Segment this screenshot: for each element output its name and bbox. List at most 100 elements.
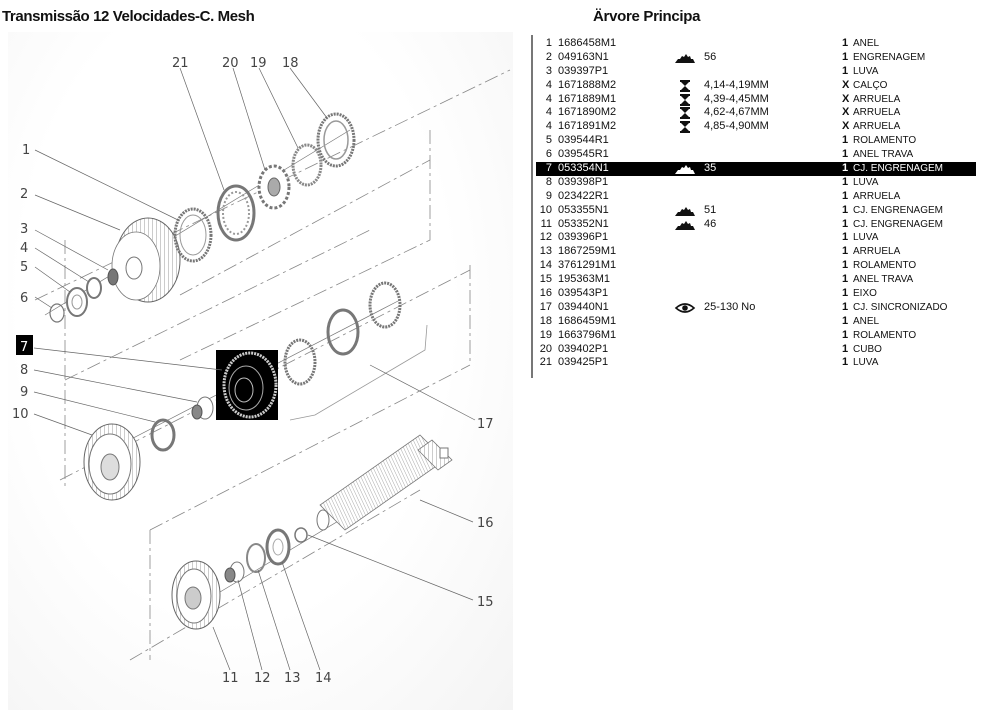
ref-number: 7 xyxy=(545,162,552,175)
quantity: 1 xyxy=(842,259,849,272)
parts-list-row[interactable]: 4 1671888M2 4,14-4,19MM X CALÇO xyxy=(536,79,976,93)
parts-list-row[interactable]: 13 1867259M1 1 ARRUELA xyxy=(536,245,976,259)
part-5-bearing[interactable] xyxy=(66,287,88,317)
parts-list-row[interactable]: 5 039544R1 1 ROLAMENTO xyxy=(536,134,976,148)
description: LUVA xyxy=(853,65,879,77)
callout-10[interactable]: 10 xyxy=(12,407,29,422)
part-10-gear[interactable] xyxy=(83,423,141,501)
description: ARRUELA xyxy=(853,107,901,119)
quantity: 1 xyxy=(842,328,849,341)
callout-1[interactable]: 1 xyxy=(22,143,30,158)
eye-icon xyxy=(674,302,696,314)
parts-list-row[interactable]: 19 1663796M1 1 ROLAMENTO xyxy=(536,329,976,343)
empty-icon-slot xyxy=(674,246,696,258)
spec-value: 4,14-4,19MM xyxy=(704,78,769,91)
part-11-gear[interactable] xyxy=(171,560,221,630)
part-21-sleeve[interactable] xyxy=(216,184,256,242)
description: ANEL xyxy=(853,38,880,49)
part-7-gear-selected[interactable] xyxy=(216,350,278,420)
part-16-shaft[interactable] xyxy=(316,434,453,531)
parts-list-row[interactable]: 9 023422R1 1 ARRUELA xyxy=(536,190,976,204)
part-4-shim[interactable] xyxy=(86,277,102,299)
spec-value: 25-130 No xyxy=(704,300,756,313)
quantity: 1 xyxy=(842,203,849,216)
part-1-ring[interactable] xyxy=(173,207,213,263)
callout-3[interactable]: 3 xyxy=(20,222,28,237)
quantity: X xyxy=(842,106,850,119)
parts-list-row[interactable]: 4 1671891M2 4,85-4,90MM X ARRUELA xyxy=(536,120,976,134)
leader-lines xyxy=(33,67,476,671)
callout-12[interactable]: 12 xyxy=(254,671,271,686)
parts-list-row[interactable]: 6 039545R1 1 ANEL TRAVA xyxy=(536,148,976,162)
parts-list-row[interactable]: 14 3761291M1 1 ROLAMENTO xyxy=(536,259,976,273)
parts-list-row[interactable]: 15 195363M1 1 ANEL TRAVA xyxy=(536,273,976,287)
parts-list-row[interactable]: 3 039397P1 1 LUVA xyxy=(536,65,976,79)
quantity: 1 xyxy=(842,273,849,286)
part-number: 195363M1 xyxy=(558,273,610,286)
parts-list-row-selected[interactable]: 7 053354N1 35 1 CJ. ENGRENAGEM xyxy=(536,162,976,176)
empty-icon-slot xyxy=(674,135,696,147)
parts-list-row[interactable]: 11 053352N1 46 1 CJ. ENGRENAGEM xyxy=(536,218,976,232)
ref-number: 10 xyxy=(539,203,552,216)
parts-list-row[interactable]: 4 1671889M1 4,39-4,45MM X ARRUELA xyxy=(536,93,976,107)
quantity: 1 xyxy=(842,162,849,175)
part-18-ring[interactable] xyxy=(316,112,356,168)
empty-icon-slot xyxy=(674,149,696,161)
callout-4[interactable]: 4 xyxy=(20,241,28,256)
part-number: 039545R1 xyxy=(558,148,609,161)
parts-list-row[interactable]: 4 1671890M2 4,62-4,67MM X ARRUELA xyxy=(536,106,976,120)
part-13-washer[interactable] xyxy=(246,543,266,573)
part-15-snap-ring[interactable] xyxy=(294,527,308,543)
parts-list-row[interactable]: 2 049163N1 56 1 ENGRENAGEM xyxy=(536,51,976,65)
description: CUBO xyxy=(853,343,882,355)
part-number: 1686459M1 xyxy=(558,314,617,327)
parts-list-row[interactable]: 1 1686458M1 1 ANEL xyxy=(536,37,976,51)
callout-13[interactable]: 13 xyxy=(284,671,301,686)
part-number: 1671888M2 xyxy=(558,78,617,91)
part-14-bearing[interactable] xyxy=(265,528,291,566)
description: ANEL TRAVA xyxy=(853,274,914,286)
ref-number: 17 xyxy=(539,300,552,313)
parts-list-row[interactable]: 10 053355N1 51 1 CJ. ENGRENAGEM xyxy=(536,204,976,218)
callout-11[interactable]: 11 xyxy=(222,671,239,686)
description: ARRUELA xyxy=(853,246,901,258)
part-17-synchronizer[interactable] xyxy=(283,281,428,421)
part-3-sleeve[interactable] xyxy=(107,268,119,286)
callout-5[interactable]: 5 xyxy=(20,260,28,275)
description: LUVA xyxy=(853,232,879,244)
empty-icon-slot xyxy=(674,330,696,342)
callout-19[interactable]: 19 xyxy=(250,56,267,71)
part-number: 039397P1 xyxy=(558,64,609,77)
callout-21[interactable]: 21 xyxy=(172,56,189,71)
callout-7[interactable]: 7 xyxy=(20,340,28,355)
part-8-sleeve[interactable] xyxy=(191,396,214,420)
callout-18[interactable]: 18 xyxy=(282,56,299,71)
callout-6[interactable]: 6 xyxy=(20,291,28,306)
part-19-bearing[interactable] xyxy=(291,143,323,187)
parts-list-row[interactable]: 20 039402P1 1 CUBO xyxy=(536,343,976,357)
empty-icon-slot xyxy=(674,66,696,78)
part-12-sleeve[interactable] xyxy=(224,561,245,583)
callout-14[interactable]: 14 xyxy=(315,671,332,686)
part-2-gear[interactable] xyxy=(111,217,181,303)
description: ARRUELA xyxy=(853,93,901,105)
parts-list-row[interactable]: 8 039398P1 1 LUVA xyxy=(536,176,976,190)
part-20-hub[interactable] xyxy=(257,164,291,210)
callout-15[interactable]: 15 xyxy=(477,595,494,610)
callout-8[interactable]: 8 xyxy=(20,363,28,378)
parts-list-border xyxy=(531,35,533,378)
parts-list-row[interactable]: 18 1686459M1 1 ANEL xyxy=(536,315,976,329)
callout-9[interactable]: 9 xyxy=(20,385,28,400)
callout-20[interactable]: 20 xyxy=(222,56,239,71)
parts-list-row[interactable]: 12 039396P1 1 LUVA xyxy=(536,231,976,245)
part-6-snap-ring[interactable] xyxy=(49,303,65,323)
parts-list-row[interactable]: 21 039425P1 1 LUVA xyxy=(536,356,976,370)
part-number: 039398P1 xyxy=(558,175,609,188)
callout-17[interactable]: 17 xyxy=(477,417,494,432)
part-9-washer[interactable] xyxy=(150,418,176,452)
callout-16[interactable]: 16 xyxy=(477,516,494,531)
parts-list-row[interactable]: 16 039543P1 1 EIXO xyxy=(536,287,976,301)
callout-2[interactable]: 2 xyxy=(20,187,28,202)
ref-number: 9 xyxy=(545,189,552,202)
parts-list-row[interactable]: 17 039440N1 25-130 No 1 CJ. SINCRONIZADO xyxy=(536,301,976,315)
